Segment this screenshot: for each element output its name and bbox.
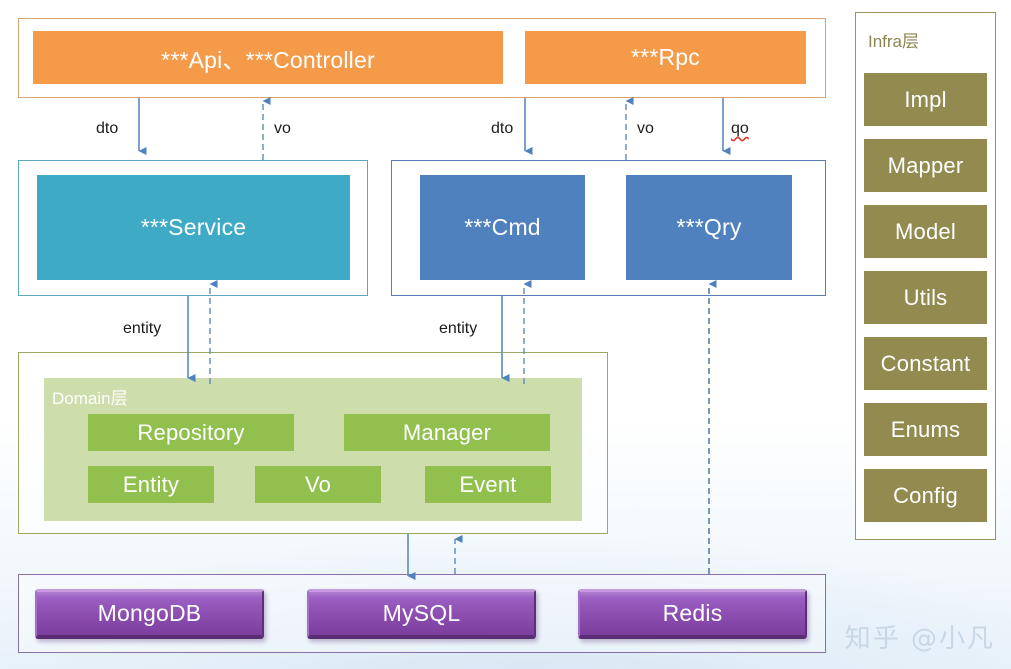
node-constant[interactable]: Constant <box>864 337 987 390</box>
node-cmd[interactable]: ***Cmd <box>420 175 585 280</box>
node-label: Redis <box>662 600 723 626</box>
node-model[interactable]: Model <box>864 205 987 258</box>
infra-layer-title: Infra层 <box>868 27 919 52</box>
edge-label-text: vo <box>274 120 291 137</box>
node-label: ***Api、***Controller <box>161 46 375 73</box>
edge-label-text: dto <box>491 120 514 137</box>
node-service[interactable]: ***Service <box>37 175 350 280</box>
node-label: MongoDB <box>97 600 202 626</box>
node-api-controller[interactable]: ***Api、***Controller <box>33 31 503 84</box>
node-label: ***Qry <box>676 214 742 240</box>
node-label: Mapper <box>887 152 964 178</box>
node-enums[interactable]: Enums <box>864 403 987 456</box>
node-mapper[interactable]: Mapper <box>864 139 987 192</box>
node-repository[interactable]: Repository <box>88 414 294 451</box>
edge-label-entity-cmd: entity <box>439 320 477 338</box>
edge-label-entity-service: entity <box>123 320 161 338</box>
edge-label-dto-service: dto <box>96 120 118 138</box>
edge-label-text: vo <box>637 120 654 137</box>
watermark-text: 知乎 @小凡 <box>844 624 995 654</box>
node-label: Vo <box>304 471 332 497</box>
node-label: MySQL <box>382 600 461 626</box>
node-label: ***Cmd <box>464 214 541 240</box>
node-label: Constant <box>880 350 971 376</box>
node-mongodb[interactable]: MongoDB <box>35 589 264 639</box>
node-impl[interactable]: Impl <box>864 73 987 126</box>
node-qry[interactable]: ***Qry <box>626 175 792 280</box>
node-mysql[interactable]: MySQL <box>307 589 536 639</box>
edge-label-dto-cmd: dto <box>491 120 513 138</box>
node-label: ***Rpc <box>631 44 700 70</box>
node-label: ***Service <box>140 214 247 240</box>
node-redis[interactable]: Redis <box>578 589 807 639</box>
domain-layer-title: Domain层 <box>52 384 128 409</box>
node-label: Config <box>893 482 958 508</box>
infra-title-text: Infra层 <box>868 32 920 51</box>
node-label: Manager <box>402 419 492 445</box>
node-rpc[interactable]: ***Rpc <box>525 31 806 84</box>
node-label: Utils <box>903 284 948 310</box>
node-label: Event <box>459 471 517 497</box>
node-manager[interactable]: Manager <box>344 414 550 451</box>
edge-label-vo-service: vo <box>274 120 291 138</box>
watermark: 知乎 @小凡 <box>845 618 995 655</box>
node-label: Repository <box>137 419 245 445</box>
node-config[interactable]: Config <box>864 469 987 522</box>
edge-label-qo-qry: qo <box>731 120 749 138</box>
node-label: Model <box>895 218 956 244</box>
node-entity[interactable]: Entity <box>88 466 214 503</box>
edge-label-text: qo <box>731 120 749 137</box>
node-vo[interactable]: Vo <box>255 466 381 503</box>
node-utils[interactable]: Utils <box>864 271 987 324</box>
node-label: Impl <box>904 86 947 112</box>
edge-label-text: dto <box>96 120 119 137</box>
node-label: Entity <box>122 471 180 497</box>
edge-label-text: entity <box>123 320 162 337</box>
domain-title-text: Domain层 <box>52 389 128 408</box>
edge-label-text: entity <box>439 320 478 337</box>
node-label: Enums <box>890 416 961 442</box>
edge-label-vo-cmd: vo <box>637 120 654 138</box>
node-event[interactable]: Event <box>425 466 551 503</box>
